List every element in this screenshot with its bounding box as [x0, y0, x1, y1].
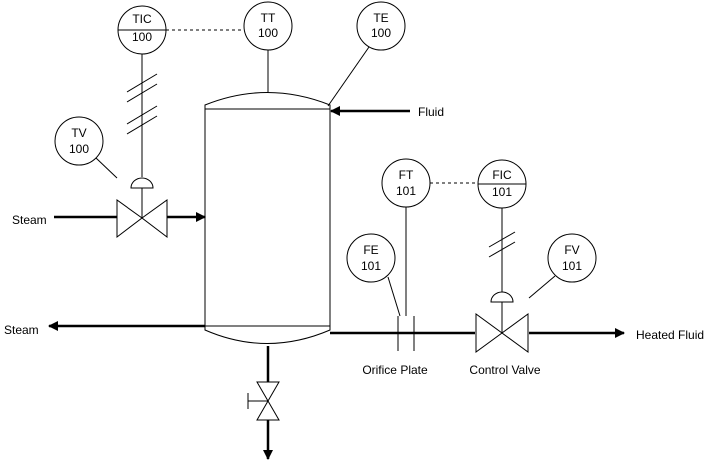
svg-text:FIC: FIC [492, 168, 512, 182]
svg-text:FT: FT [399, 168, 414, 182]
heat-exchanger-tank [204, 92, 331, 344]
control-valve-label: Control Valve [469, 363, 540, 377]
svg-text:101: 101 [562, 259, 582, 273]
tv-100-bubble: TV 100 [54, 116, 104, 166]
svg-text:100: 100 [371, 26, 391, 40]
fv-101-bubble: FV 101 [547, 233, 597, 283]
flow-control-valve [475, 291, 529, 353]
svg-text:101: 101 [361, 259, 381, 273]
svg-text:100: 100 [132, 30, 152, 44]
fluid-inlet-label: Fluid [418, 105, 444, 119]
svg-text:FV: FV [564, 243, 579, 257]
heated-fluid-label: Heated Fluid [636, 328, 704, 342]
svg-text:FE: FE [363, 243, 378, 257]
orifice-plate [397, 316, 415, 351]
svg-text:TE: TE [373, 11, 388, 25]
fv-to-valve-line [528, 275, 556, 299]
orifice-plate-label: Orifice Plate [362, 363, 428, 377]
te-100-bubble: TE 100 [356, 1, 406, 51]
fic-signal-hash-marks [488, 231, 516, 258]
svg-text:TV: TV [71, 126, 86, 140]
tic-100-bubble: TIC 100 [117, 5, 167, 55]
steam-inlet-label: Steam [12, 213, 47, 227]
svg-text:101: 101 [492, 185, 512, 199]
steam-outlet-label: Steam [4, 323, 39, 337]
fe-to-orifice-line [387, 276, 401, 317]
svg-text:100: 100 [69, 142, 89, 156]
svg-text:TIC: TIC [132, 12, 152, 26]
tt-100-bubble: TT 100 [243, 1, 293, 51]
svg-text:101: 101 [396, 184, 416, 198]
signal-hash-marks [126, 73, 158, 135]
drain-valve [247, 381, 280, 421]
tv-to-valve-line [95, 157, 118, 179]
fe-101-bubble: FE 101 [346, 233, 396, 283]
svg-text:100: 100 [258, 26, 278, 40]
ft-101-bubble: FT 101 [381, 158, 431, 208]
te-to-tank-line [327, 46, 370, 107]
fic-101-bubble: FIC 101 [477, 159, 527, 209]
svg-text:TT: TT [261, 11, 276, 25]
steam-control-valve [116, 177, 168, 239]
